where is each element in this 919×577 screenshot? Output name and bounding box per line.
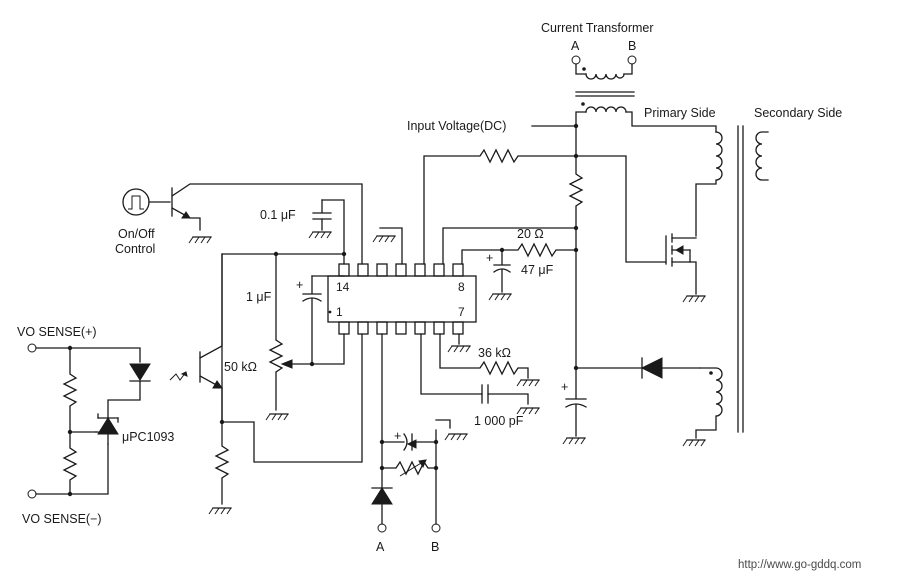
potentiometer-50k: 50 kΩ: [224, 253, 345, 421]
feedback-resistor: [423, 148, 577, 265]
current-transformer-label: Current Transformer: [541, 21, 654, 35]
resistor-36k-label: 36 kΩ: [478, 346, 511, 360]
terminal-a-label: A: [376, 540, 385, 554]
svg-text:+: +: [394, 429, 401, 443]
svg-text:+: +: [296, 278, 303, 292]
pulse-source: [122, 188, 150, 216]
ic-pin-14-label: 14: [336, 280, 350, 294]
vo-sense-minus-label: VO SENSE(−): [22, 512, 102, 526]
capacitor-0-1uf: 0.1 μF: [260, 199, 345, 265]
emitter-resistor: [208, 421, 232, 515]
svg-text:+: +: [561, 380, 568, 394]
opto-phototransistor: [169, 253, 223, 423]
ic-pin-1-label: 1: [336, 305, 343, 319]
vo-sense-minus-terminal: [27, 489, 37, 499]
capacitor-1000pf-label: 1 000 pF: [474, 414, 524, 428]
capacitor-1000pf: 1 000 pF: [420, 333, 540, 428]
auxiliary-winding: [695, 367, 723, 439]
aux-rectifier-diode: [575, 357, 701, 379]
shunt-regulator: [97, 417, 119, 435]
capacitor-47uf-label: 47 μF: [521, 263, 554, 277]
ct-secondary-winding: [585, 73, 625, 80]
resistor-20-ohm-label: 20 Ω: [517, 227, 544, 241]
on-off-label-line2: Control: [115, 242, 155, 256]
primary-winding: [695, 131, 723, 237]
control-ic: 14 8 1 7: [327, 263, 477, 335]
potentiometer-50k-label: 50 kΩ: [224, 360, 257, 374]
on-off-label-line1: On/Off: [118, 227, 155, 241]
ct-terminal-a-label: A: [571, 39, 580, 53]
main-transformer: Primary Side Secondary Side: [644, 106, 842, 439]
terminal-b-label: B: [431, 540, 439, 554]
ic-pin-7-label: 7: [458, 305, 465, 319]
ic-body: [327, 275, 477, 323]
svg-text:+: +: [486, 251, 493, 265]
primary-side-label: Primary Side: [644, 106, 716, 120]
capacitor-0-1uf-label: 0.1 μF: [260, 208, 296, 222]
capacitor-1uf: 1 μF +: [246, 275, 322, 365]
current-transformer: Current Transformer A B: [541, 21, 717, 133]
secondary-winding: [755, 131, 769, 181]
sense-resistor: [381, 441, 437, 477]
sense-diode: A: [371, 467, 393, 554]
power-mosfet: [575, 155, 706, 303]
watermark-url: http://www.go-gddq.com: [738, 559, 861, 571]
ic-pin-8-label: 8: [458, 280, 465, 294]
opto-led: [129, 363, 151, 381]
ct-terminal-b-label: B: [628, 39, 636, 53]
aux-capacitor: +: [561, 367, 587, 445]
capacitor-1uf-label: 1 μF: [246, 290, 272, 304]
capacitor-47uf: 47 μF +: [486, 249, 554, 301]
vo-sense-circuit: VO SENSE(+) VO SENSE(−) μPC1093: [17, 325, 174, 526]
ct-terminal-a: [571, 55, 581, 65]
ct-terminal-b: [627, 55, 637, 65]
terminal-b: [431, 523, 441, 533]
vo-sense-plus-terminal: [27, 343, 37, 353]
sense-capacitor: +: [381, 419, 468, 451]
ct-primary-winding: [585, 106, 627, 113]
resistor-20-ohm: 20 Ω: [461, 227, 577, 265]
terminal-a: [377, 523, 387, 533]
upc1093-label: μPC1093: [122, 430, 174, 444]
secondary-side-label: Secondary Side: [754, 106, 842, 120]
resistor-36k: 36 kΩ: [439, 333, 540, 387]
vo-sense-plus-label: VO SENSE(+): [17, 325, 97, 339]
startup-resistor: [568, 125, 584, 369]
on-off-control: On/Off Control: [115, 183, 363, 265]
input-voltage-label: Input Voltage(DC): [407, 119, 506, 133]
